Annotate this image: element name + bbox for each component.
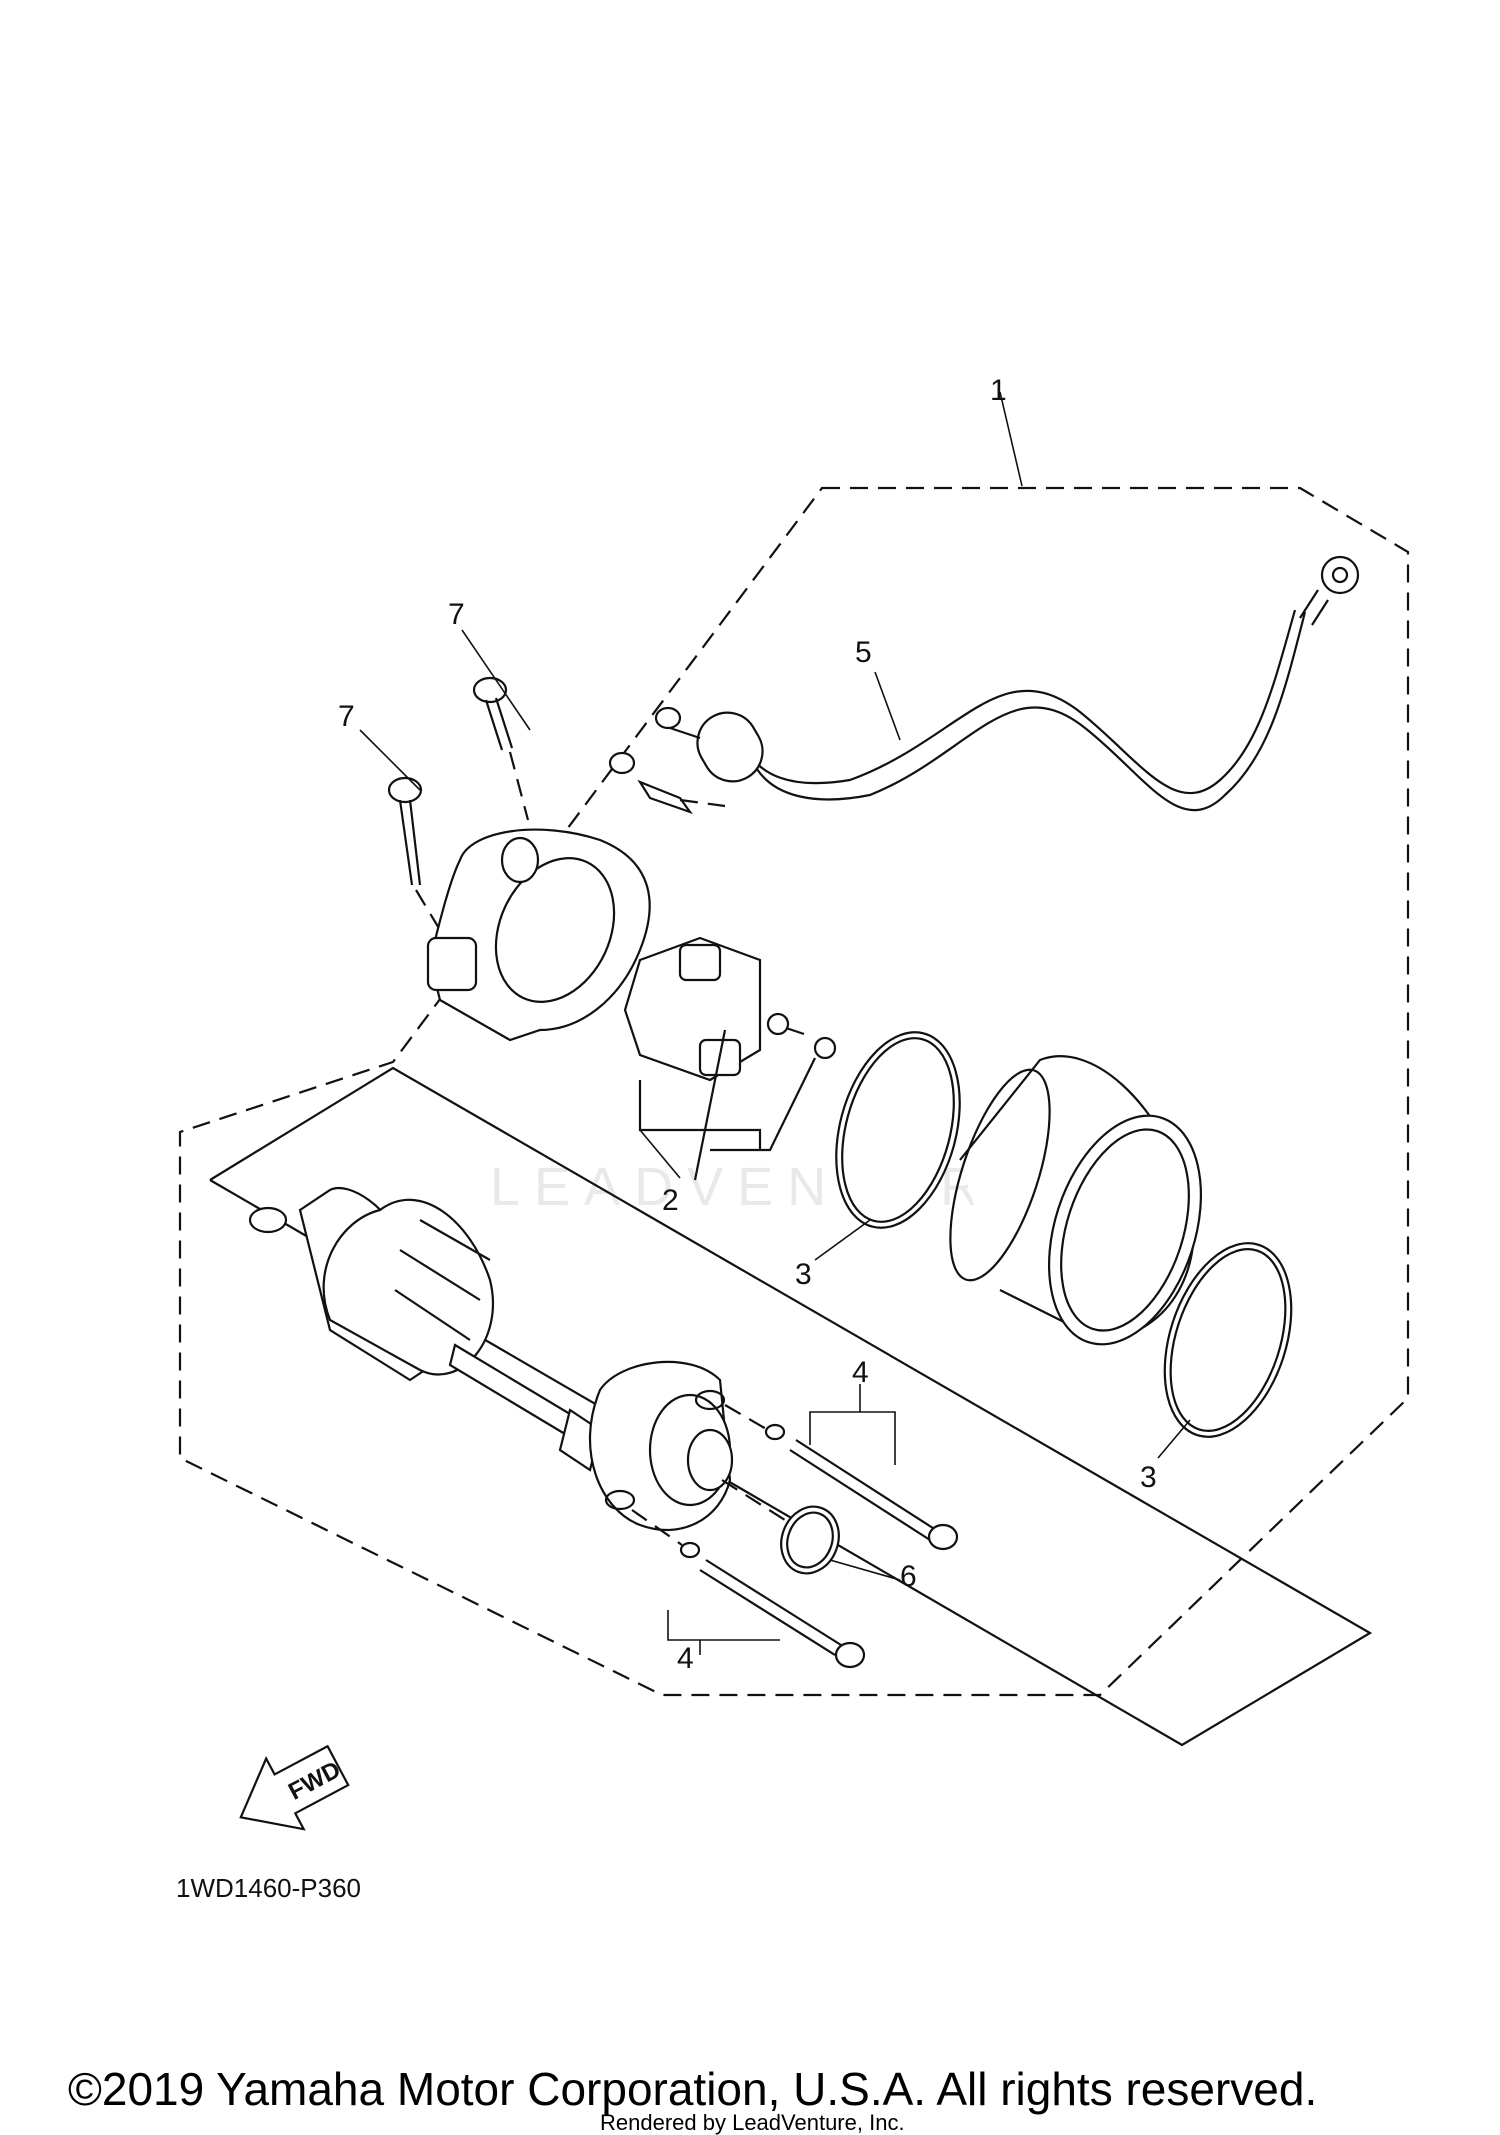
lead-wire xyxy=(696,555,1360,812)
cable-boot xyxy=(696,711,764,783)
callout-2: 2 xyxy=(662,1184,679,1217)
through-bolt-upper xyxy=(724,1404,959,1551)
callout-1: 1 xyxy=(990,374,1007,407)
o-ring-3-lower xyxy=(1163,1242,1293,1438)
callout-3-upper: 3 xyxy=(795,1258,812,1291)
rendered-by-credit: Rendered by LeadVenture, Inc. xyxy=(600,2110,905,2135)
front-cover xyxy=(588,1360,734,1532)
diagram-part-number: 1WD1460-P360 xyxy=(176,1873,361,1903)
yoke xyxy=(949,1055,1203,1346)
callout-4-upper: 4 xyxy=(852,1356,869,1389)
callout-7-left: 7 xyxy=(338,700,355,733)
fwd-arrow-icon: FWD xyxy=(239,1744,350,1831)
o-ring-3-upper xyxy=(835,1031,961,1229)
top-screws xyxy=(608,706,726,815)
callout-7-top: 7 xyxy=(448,598,465,631)
bolt-7-right xyxy=(472,676,530,821)
bracket-2 xyxy=(638,1080,762,1150)
o-ring-6 xyxy=(780,1505,840,1575)
watermark-text: LEADVENTURE xyxy=(490,1157,1043,1217)
ring-terminal xyxy=(1320,555,1360,595)
bolt-7-left xyxy=(387,776,441,931)
callout-4-lower: 4 xyxy=(677,1642,694,1675)
leader-lines xyxy=(359,391,1191,1655)
callout-5: 5 xyxy=(855,636,872,669)
assembly-boundary xyxy=(178,486,1410,1697)
rear-cover xyxy=(426,828,651,1042)
armature xyxy=(248,1187,602,1472)
through-bolt-lower xyxy=(631,1509,866,1669)
copyright-notice: ©2019 Yamaha Motor Corporation, U.S.A. A… xyxy=(68,2063,1317,2115)
brush-holder xyxy=(623,936,837,1082)
callout-6: 6 xyxy=(900,1560,917,1593)
yoke-group-bracket xyxy=(209,1066,1373,1747)
callout-3-lower: 3 xyxy=(1140,1461,1157,1494)
